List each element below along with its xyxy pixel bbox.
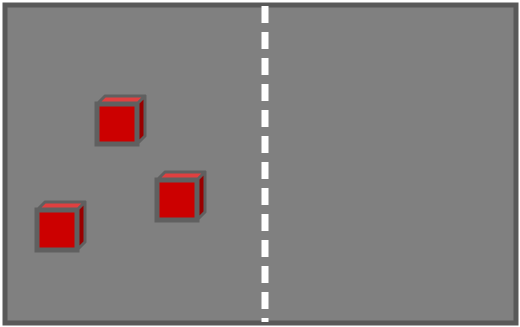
red-cube-3 bbox=[37, 202, 85, 250]
red-cube-1 bbox=[97, 96, 145, 144]
cube-front-face bbox=[37, 210, 77, 250]
cube-front-face bbox=[97, 104, 137, 144]
cube-front-face bbox=[157, 180, 197, 220]
floor-area bbox=[5, 5, 516, 323]
red-cube-2 bbox=[157, 172, 205, 220]
